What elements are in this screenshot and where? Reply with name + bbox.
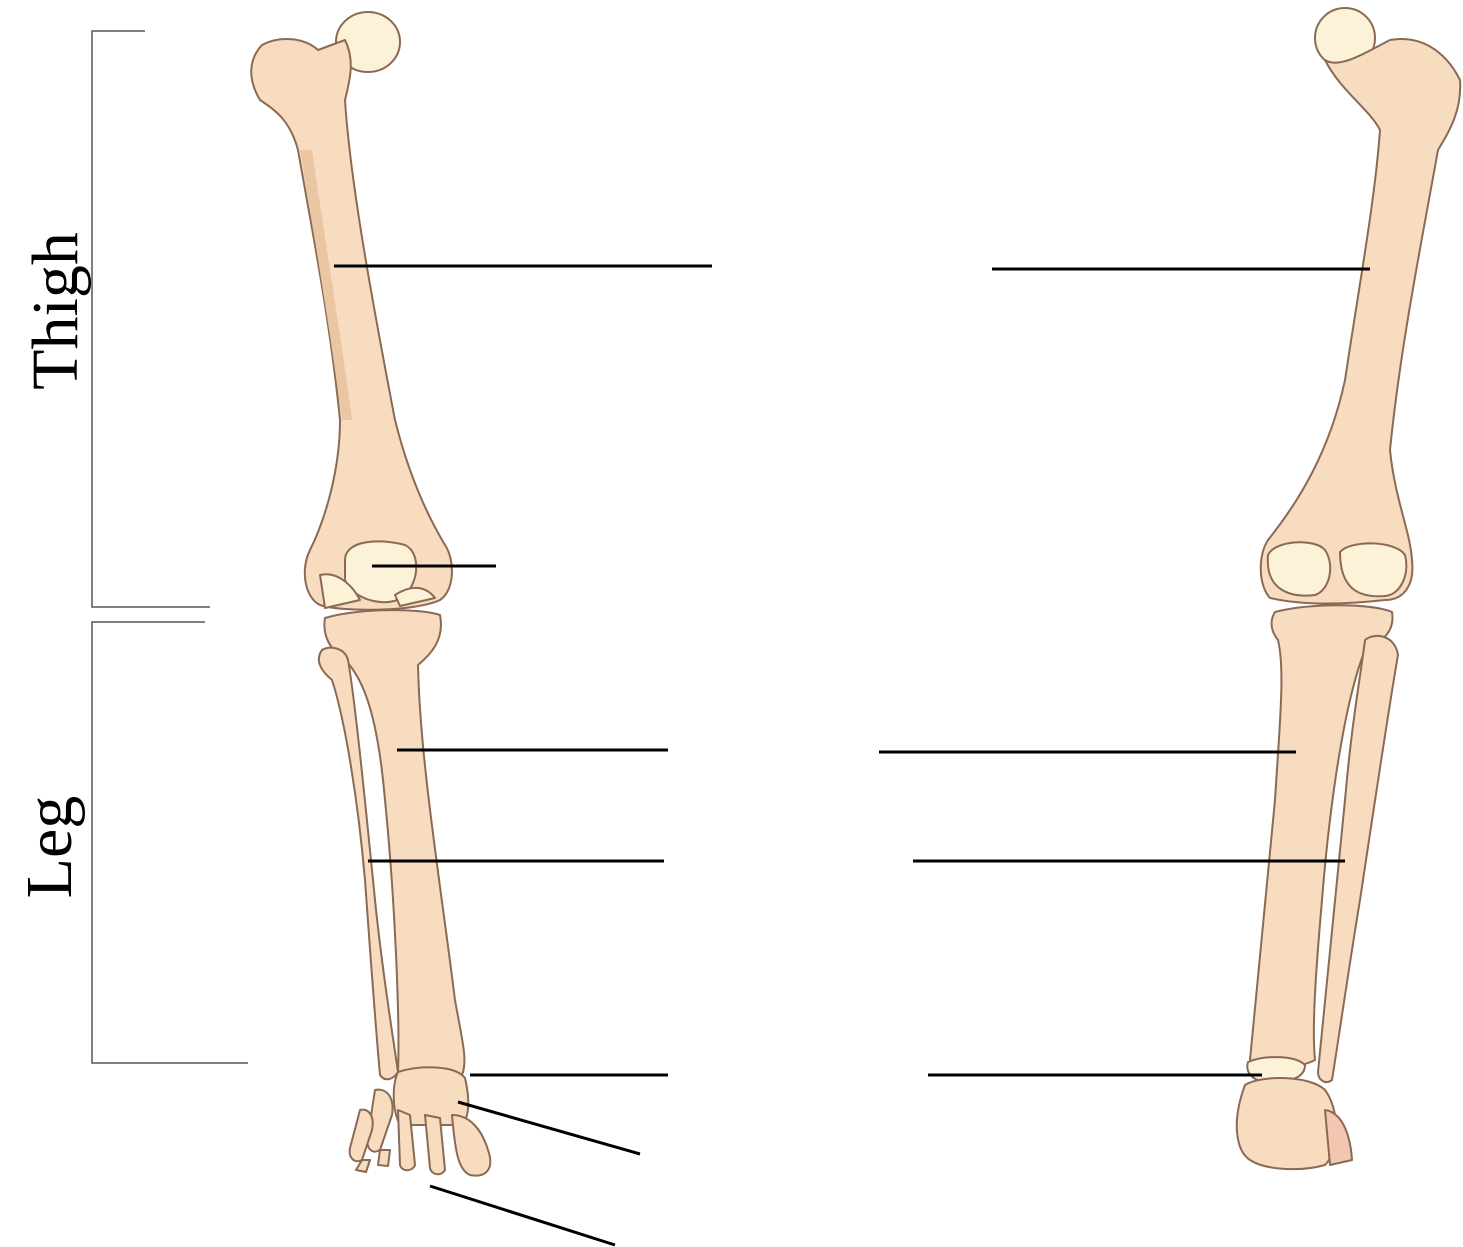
femur-anterior (251, 39, 452, 610)
leg-label: Leg (17, 787, 87, 907)
leader-lines (334, 266, 1370, 1245)
posterior-view (1237, 8, 1460, 1169)
thigh-label: Thigh (23, 231, 93, 391)
foot-lateral-posterior (1325, 1110, 1352, 1165)
calcaneus-posterior (1237, 1078, 1336, 1169)
leg-bracket (92, 622, 248, 1063)
thigh-bracket (92, 31, 210, 607)
anterior-view (251, 12, 490, 1176)
foot-anterior (350, 1067, 491, 1175)
femur-posterior (1261, 39, 1460, 603)
leader-line-phalanges (430, 1186, 615, 1245)
